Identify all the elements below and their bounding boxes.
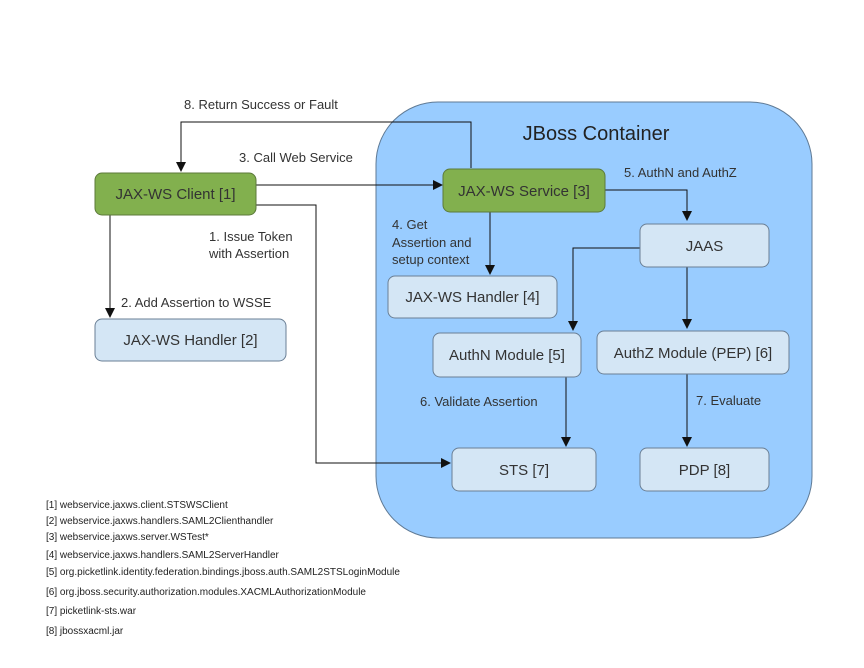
edge-4-label-line1: 4. Get — [392, 217, 428, 232]
edge-1-label-line1: 1. Issue Token — [209, 229, 293, 244]
legend-item-8: [8] jbossxacml.jar — [46, 626, 124, 637]
legend-item-3: [3] webservice.jaxws.server.WSTest* — [46, 532, 209, 543]
edge-1-label-line2: with Assertion — [208, 246, 289, 261]
node-jaas: JAAS — [639, 223, 770, 268]
edge-6-label: 6. Validate Assertion — [420, 394, 538, 409]
edge-4-label-line2: Assertion and — [392, 235, 472, 250]
edge-5-label: 5. AuthN and AuthZ — [624, 165, 737, 180]
legend-item-1: [1] webservice.jaxws.client.STSWSClient — [46, 500, 228, 511]
node-jaxws-handler-4-label: JAX-WS Handler [4] — [405, 289, 539, 306]
node-authn-module-label: AuthN Module [5] — [449, 347, 565, 364]
legend-item-4: [4] webservice.jaxws.handlers.SAML2Serve… — [46, 550, 280, 561]
node-pdp: PDP [8] — [639, 447, 770, 492]
edge-3-label: 3. Call Web Service — [239, 150, 353, 165]
edge-2-label: 2. Add Assertion to WSSE — [121, 295, 272, 310]
node-jaxws-handler-2-label: JAX-WS Handler [2] — [123, 332, 257, 349]
edge-8-label: 8. Return Success or Fault — [184, 97, 338, 112]
legend: [1] webservice.jaxws.client.STSWSClient … — [46, 500, 400, 637]
edge-5-authn-authz — [605, 189, 692, 221]
edge-8-return — [176, 121, 472, 172]
node-authz-module: AuthZ Module (PEP) [6] — [596, 330, 790, 375]
node-jaxws-service-label: JAX-WS Service [3] — [458, 183, 590, 200]
edge-jaas-authn — [568, 247, 640, 331]
node-jaxws-client: JAX-WS Client [1] — [94, 172, 257, 216]
node-authz-module-label: AuthZ Module (PEP) [6] — [614, 345, 772, 362]
node-sts: STS [7] — [451, 447, 597, 492]
node-jaxws-handler-2: JAX-WS Handler [2] — [94, 318, 287, 362]
legend-item-5: [5] org.picketlink.identity.federation.b… — [46, 567, 400, 578]
legend-item-2: [2] webservice.jaxws.handlers.SAML2Clien… — [46, 516, 274, 527]
legend-item-7: [7] picketlink-sts.war — [46, 606, 137, 617]
legend-item-6: [6] org.jboss.security.authorization.mod… — [46, 587, 366, 598]
edge-1-issue-token — [256, 204, 451, 468]
edge-7-label: 7. Evaluate — [696, 393, 761, 408]
edge-4-label-line3: setup context — [392, 252, 470, 267]
node-authn-module: AuthN Module [5] — [432, 332, 582, 378]
node-pdp-label: PDP [8] — [679, 462, 730, 479]
node-jaxws-client-label: JAX-WS Client [1] — [115, 186, 235, 203]
jboss-container-title: JBoss Container — [523, 123, 670, 145]
node-jaas-label: JAAS — [686, 238, 724, 255]
node-jaxws-service: JAX-WS Service [3] — [442, 168, 606, 213]
node-jaxws-handler-4: JAX-WS Handler [4] — [387, 275, 558, 319]
node-sts-label: STS [7] — [499, 462, 549, 479]
